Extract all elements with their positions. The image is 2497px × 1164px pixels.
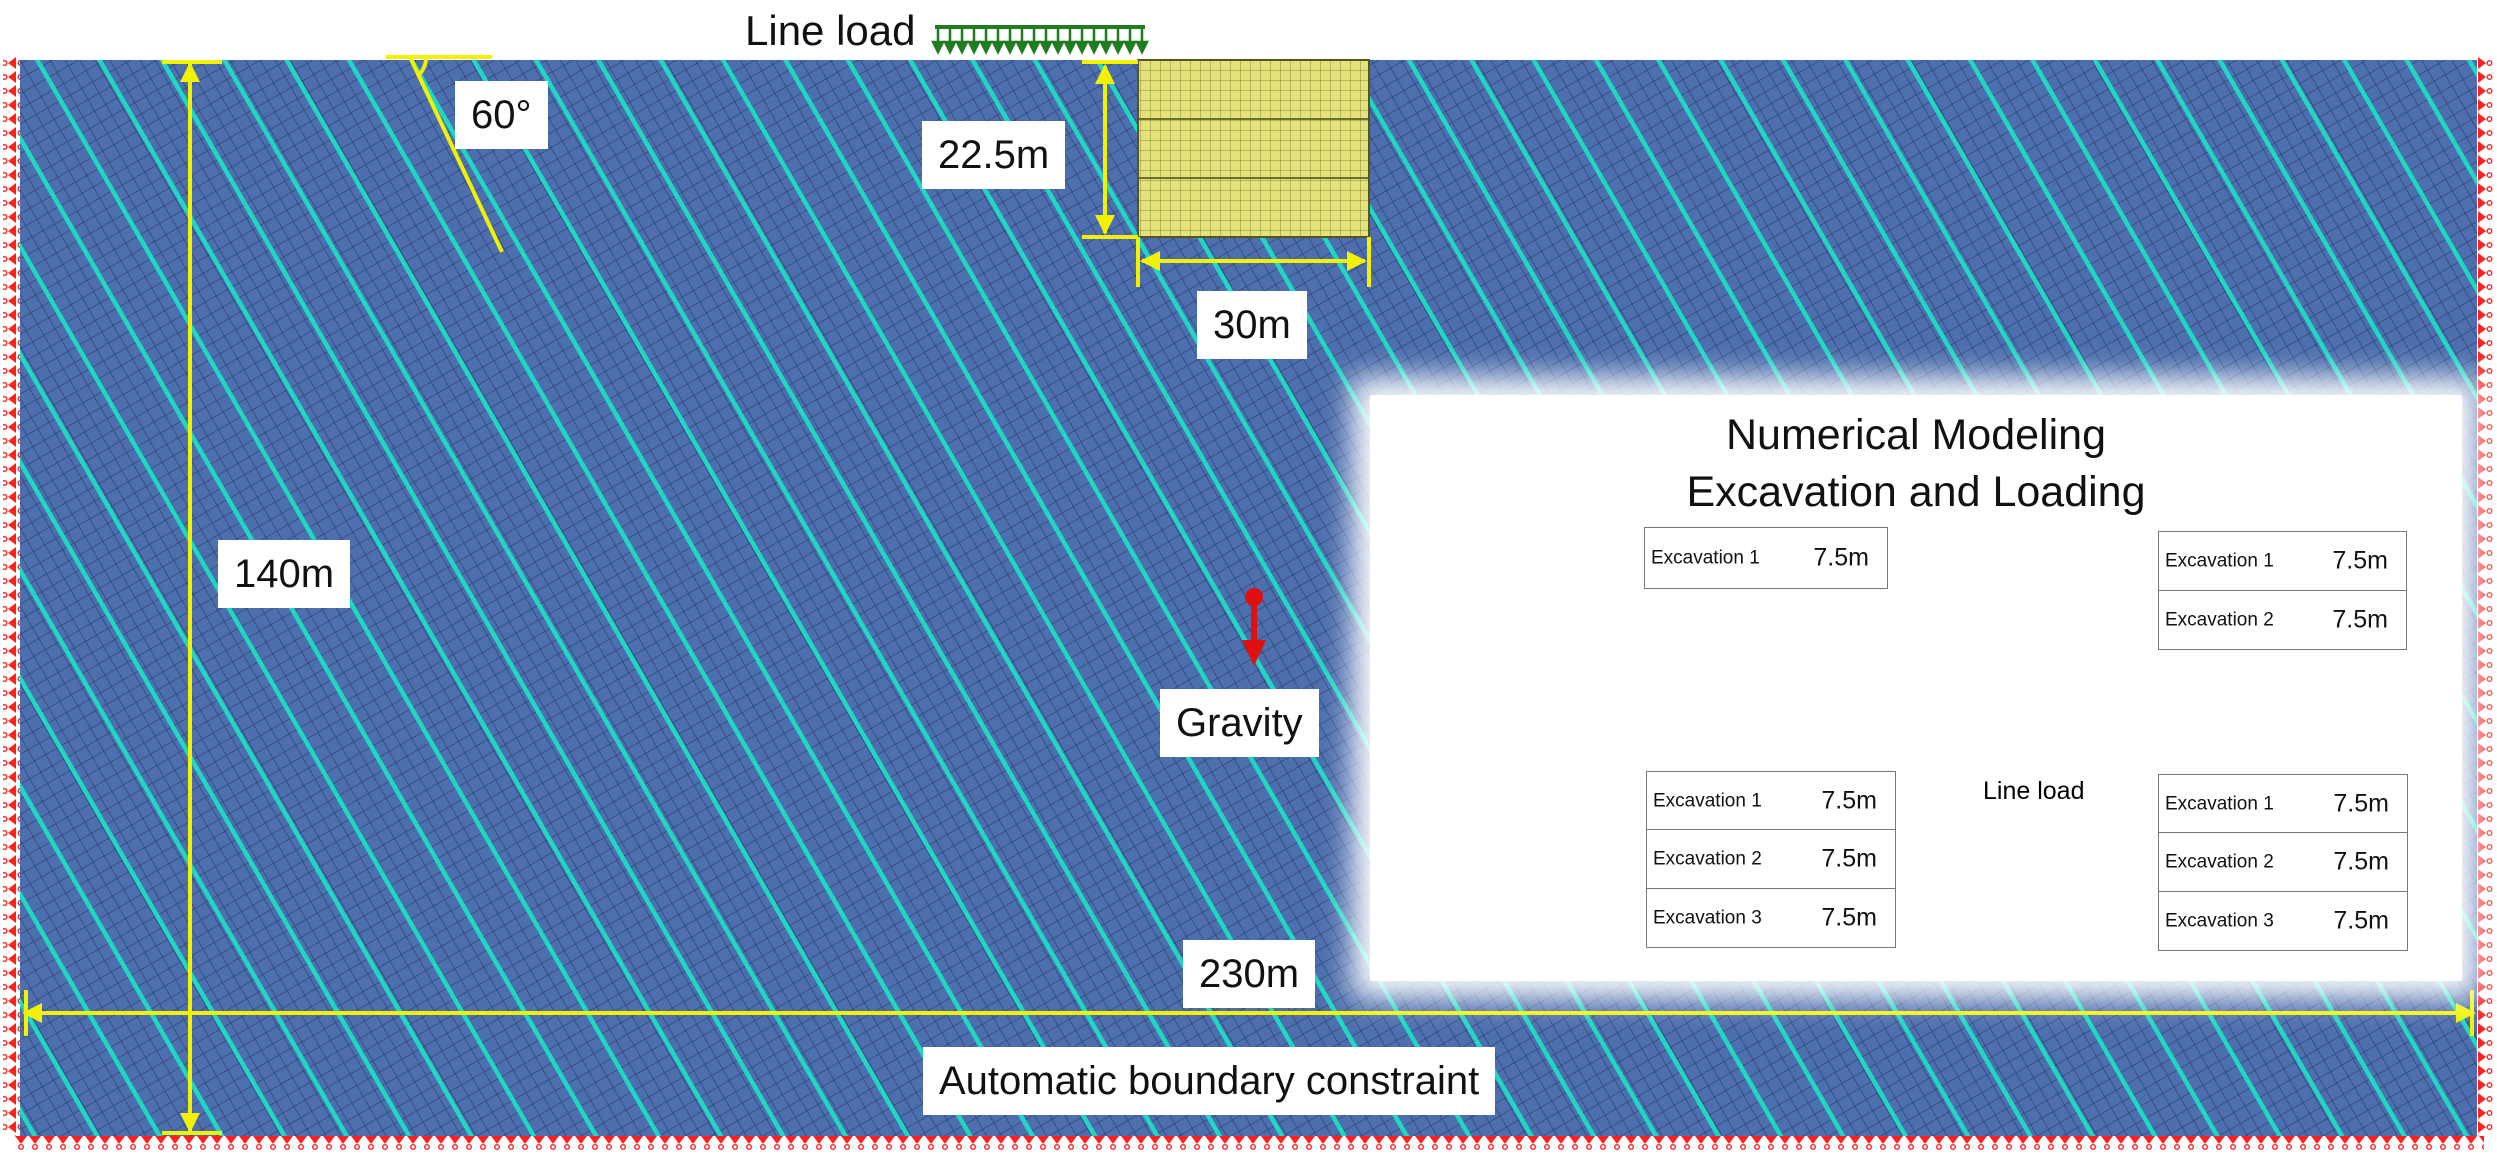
line-load-arrow bbox=[1002, 27, 1018, 55]
excavation-step-box: Excavation 1 7.5m bbox=[1646, 771, 1896, 831]
depth-label: 22.5m bbox=[922, 121, 1066, 189]
excavation-step-depth: 7.5m bbox=[2332, 605, 2388, 634]
excavation-step-depth: 7.5m bbox=[1821, 786, 1877, 815]
width-label: 30m bbox=[1197, 291, 1307, 359]
width-dimension bbox=[1136, 237, 1371, 287]
excavation-step-box: Excavation 1 7.5m bbox=[1644, 527, 1888, 589]
excavation-step-box: Excavation 2 7.5m bbox=[2158, 590, 2407, 650]
inset-title-line1: Numerical Modeling bbox=[1726, 411, 2106, 459]
length-label: 230m bbox=[1183, 940, 1316, 1008]
line-load-arrow bbox=[1014, 27, 1030, 55]
inset-title-line2: Excavation and Loading bbox=[1686, 468, 2146, 516]
depth-dimension bbox=[1082, 60, 1138, 239]
excavation-step-name: Excavation 2 bbox=[1653, 848, 1762, 870]
excavation-step-box: Excavation 3 7.5m bbox=[2158, 891, 2408, 951]
length-dimension bbox=[22, 990, 2476, 1036]
left-constraint bbox=[3, 56, 20, 1136]
line-load-arrow bbox=[1134, 27, 1150, 55]
excavation-step-name: Excavation 1 bbox=[1651, 547, 1760, 569]
line-load-arrow bbox=[1098, 27, 1114, 55]
excavation-step-box: Excavation 3 7.5m bbox=[1646, 888, 1896, 948]
excavation-step-depth: 7.5m bbox=[1821, 903, 1877, 932]
line-load-arrows bbox=[930, 25, 1150, 55]
line-load-arrow bbox=[1074, 27, 1090, 55]
line-load-arrow bbox=[1026, 27, 1042, 55]
excavation-step-name: Excavation 2 bbox=[2165, 609, 2274, 631]
excavation-pit bbox=[1137, 59, 1370, 238]
height-label: 140m bbox=[218, 540, 351, 608]
excavation-step-depth: 7.5m bbox=[1821, 844, 1877, 873]
line-load-arrow bbox=[1122, 27, 1138, 55]
line-load-arrow bbox=[942, 27, 958, 55]
excavation-step-box: Excavation 2 7.5m bbox=[1646, 829, 1896, 889]
line-load-arrow bbox=[966, 27, 982, 55]
excavation-step-box: Excavation 1 7.5m bbox=[2158, 531, 2407, 591]
gravity-arrow bbox=[1242, 588, 1266, 666]
line-load-arrow bbox=[954, 27, 970, 55]
boundary-constraint-label: Automatic boundary constraint bbox=[923, 1047, 1496, 1115]
dip-angle-label: 60° bbox=[455, 81, 548, 149]
line-load-arrow bbox=[1110, 27, 1126, 55]
line-load-arrow bbox=[1038, 27, 1054, 55]
height-dimension bbox=[162, 60, 222, 1135]
excavation-step-box: Excavation 2 7.5m bbox=[2158, 832, 2408, 892]
excavation-step-name: Excavation 2 bbox=[2165, 851, 2274, 873]
gravity-label: Gravity bbox=[1160, 689, 1319, 757]
excavation-step-depth: 7.5m bbox=[2333, 906, 2389, 935]
excavation-step-name: Excavation 1 bbox=[2165, 550, 2274, 572]
inset-title: Numerical Modeling Excavation and Loadin… bbox=[1370, 407, 2462, 521]
excavation-step-name: Excavation 1 bbox=[1653, 790, 1762, 812]
line-load-arrow bbox=[978, 27, 994, 55]
excavation-step-name: Excavation 3 bbox=[1653, 907, 1762, 929]
line-load-arrow bbox=[930, 27, 946, 55]
excavation-step-box: Excavation 1 7.5m bbox=[2158, 774, 2408, 834]
line-load-arrow bbox=[1086, 27, 1102, 55]
inset-line-load-label: Line load bbox=[1975, 772, 2093, 811]
dip-angle-marker bbox=[386, 55, 504, 253]
line-load-label: Line load bbox=[745, 7, 916, 54]
line-load-arrow bbox=[990, 27, 1006, 55]
excavation-step-depth: 7.5m bbox=[1813, 543, 1869, 572]
excavation-step-name: Excavation 3 bbox=[2165, 910, 2274, 932]
excavation-step-depth: 7.5m bbox=[2333, 789, 2389, 818]
excavation-step-depth: 7.5m bbox=[2332, 546, 2388, 575]
right-constraint bbox=[2477, 56, 2494, 1136]
excavation-step-depth: 7.5m bbox=[2333, 847, 2389, 876]
line-load-arrow bbox=[1050, 27, 1066, 55]
line-load-arrow bbox=[1062, 27, 1078, 55]
excavation-step-name: Excavation 1 bbox=[2165, 793, 2274, 815]
bottom-constraint bbox=[14, 1136, 2484, 1152]
